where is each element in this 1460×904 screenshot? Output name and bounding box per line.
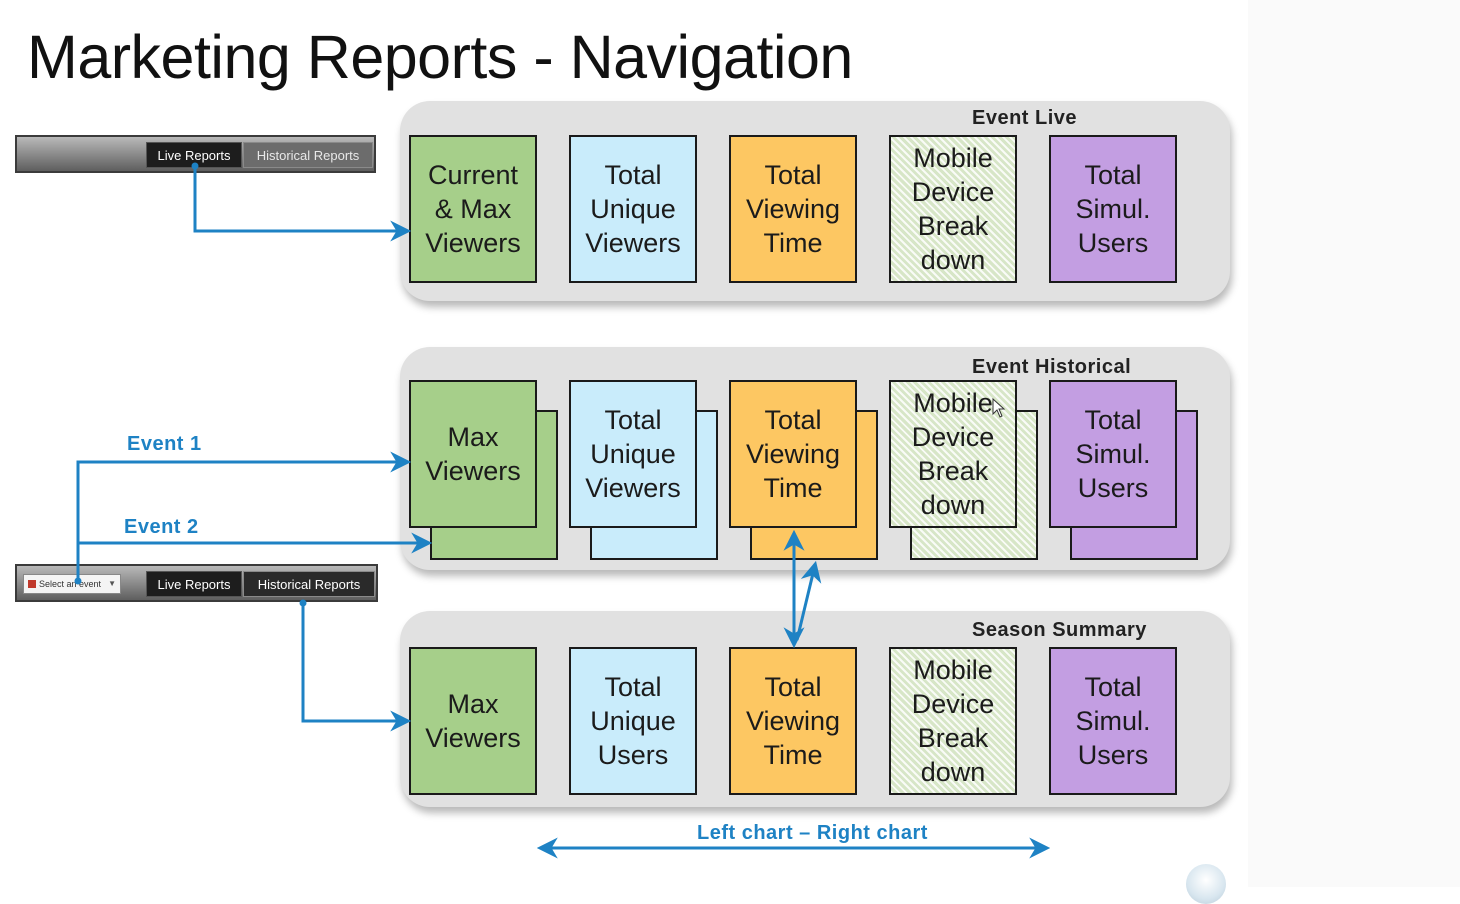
current-max-viewers-box[interactable]: Current & Max Viewers	[409, 135, 537, 283]
mobile-device-breakdown-box[interactable]: Mobile Device Break down	[889, 647, 1017, 795]
mouse-cursor-icon	[992, 398, 1006, 418]
event-1-arrow	[76, 451, 412, 581]
total-simul-users-box[interactable]: Total Simul. Users	[1049, 380, 1177, 528]
total-unique-viewers-box[interactable]: Total Unique Viewers	[569, 135, 697, 283]
max-viewers-box[interactable]: Max Viewers	[409, 380, 537, 528]
live-reports-tab[interactable]: Live Reports	[146, 571, 242, 597]
live-reports-arrow	[193, 166, 412, 242]
event-live-label: Event Live	[972, 107, 1078, 129]
total-unique-viewers-box[interactable]: Total Unique Viewers	[569, 380, 697, 528]
historical-reports-arrow	[301, 603, 412, 732]
select-event-label: Select an event	[39, 579, 102, 589]
globe-icon	[1186, 864, 1226, 904]
mobile-device-breakdown-box[interactable]: Mobile Device Break down	[889, 135, 1017, 283]
total-viewing-time-box[interactable]: Total Viewing Time	[729, 380, 857, 528]
total-viewing-time-box[interactable]: Total Viewing Time	[729, 647, 857, 795]
slide-right-margin	[1248, 0, 1460, 887]
total-viewing-time-box[interactable]: Total Viewing Time	[729, 135, 857, 283]
chevron-down-icon: ▼	[108, 579, 116, 588]
event-2-label: Event 2	[124, 516, 199, 538]
total-simul-users-box[interactable]: Total Simul. Users	[1049, 135, 1177, 283]
historical-reports-tab[interactable]: Historical Reports	[243, 571, 375, 597]
select-event-dropdown[interactable]: Select an event ▼	[23, 574, 121, 594]
historical-reports-tab[interactable]: Historical Reports	[243, 142, 373, 168]
total-simul-users-box[interactable]: Total Simul. Users	[1049, 647, 1177, 795]
total-unique-users-box[interactable]: Total Unique Users	[569, 647, 697, 795]
event-1-label: Event 1	[127, 433, 202, 455]
max-viewers-box[interactable]: Max Viewers	[409, 647, 537, 795]
event-historical-label: Event Historical	[972, 356, 1132, 378]
live-reports-tab[interactable]: Live Reports	[146, 142, 242, 168]
page-title: Marketing Reports - Navigation	[27, 23, 853, 91]
calendar-icon	[28, 580, 36, 588]
viewing-time-back-arrow	[795, 560, 822, 641]
season-summary-label: Season Summary	[972, 619, 1147, 641]
